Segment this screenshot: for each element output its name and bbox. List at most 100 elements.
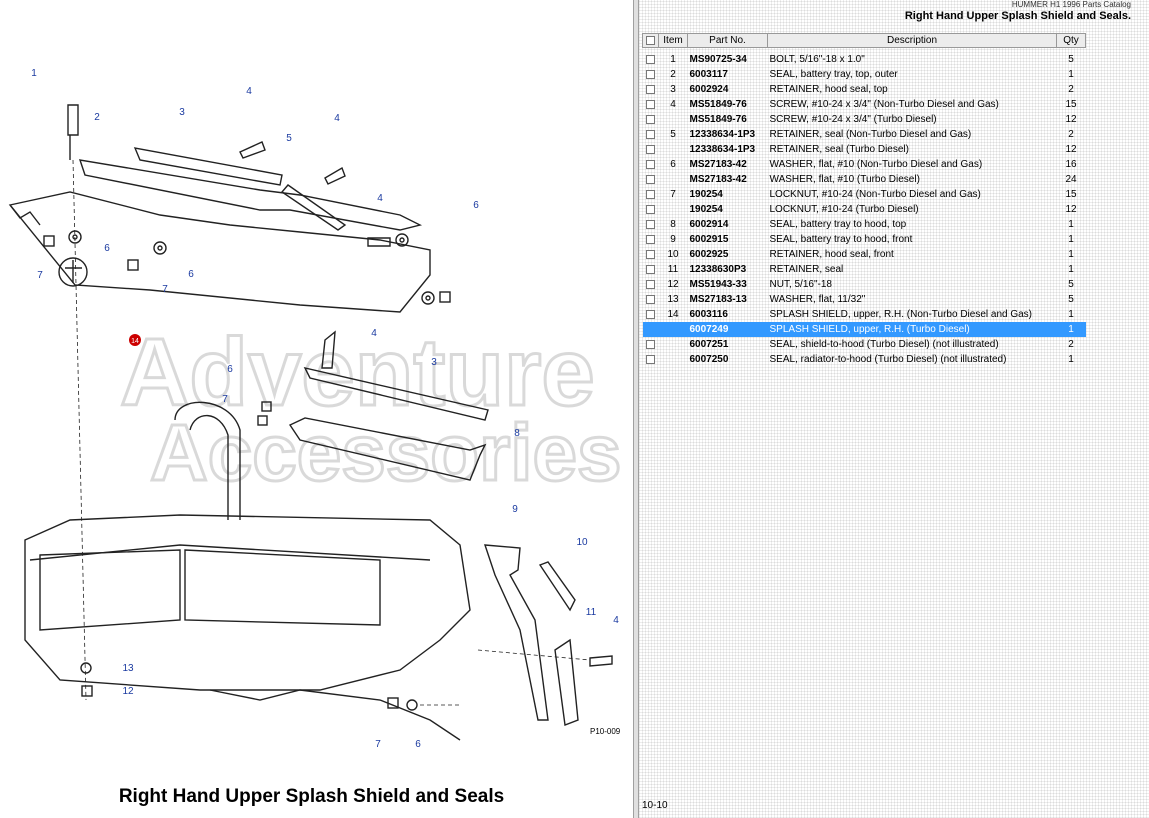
panel-splitter[interactable] <box>633 0 639 818</box>
figure-code: P10-009 <box>590 727 621 736</box>
row-checkbox[interactable] <box>646 354 655 364</box>
row-part-no: 6002925 <box>689 249 729 260</box>
header-item[interactable]: Item <box>658 33 688 48</box>
callout-label: 10 <box>576 537 588 548</box>
row-description: RETAINER, seal <box>769 264 844 275</box>
row-item <box>659 202 688 217</box>
row-checkbox[interactable] <box>646 294 655 304</box>
row-qty: 2 <box>1068 339 1074 350</box>
row-item <box>658 322 688 337</box>
row-item: 5 <box>670 129 676 140</box>
row-qty: 1 <box>1068 219 1074 230</box>
row-checkbox[interactable] <box>646 114 655 124</box>
row-checkbox-cell <box>643 232 659 247</box>
row-item: 4 <box>670 99 676 110</box>
row-qty: 5 <box>1068 54 1074 65</box>
splash-shield-part <box>8 104 613 741</box>
row-description: NUT, 5/16"-18 <box>769 279 832 290</box>
row-description: SEAL, radiator-to-hood (Turbo Diesel) (n… <box>769 354 1007 365</box>
watermark: Adventure Accessories <box>119 318 623 499</box>
row-checkbox[interactable] <box>646 84 655 94</box>
header-description[interactable]: Description <box>767 33 1057 48</box>
row-checkbox[interactable] <box>646 159 655 169</box>
row-qty: 12 <box>1065 204 1077 215</box>
row-checkbox[interactable] <box>646 264 655 274</box>
row-checkbox[interactable] <box>646 174 655 184</box>
row-qty: 15 <box>1065 189 1077 200</box>
select-all-checkbox[interactable] <box>646 35 655 45</box>
row-part-no: MS51943-33 <box>689 279 747 290</box>
callout-label: 4 <box>371 328 377 339</box>
row-checkbox-cell <box>643 97 659 112</box>
row-part-no: 6007249 <box>687 322 768 337</box>
header-part-no[interactable]: Part No. <box>687 33 768 48</box>
callout-label: 13 <box>122 663 134 674</box>
row-checkbox[interactable] <box>646 249 655 259</box>
row-qty: 1 <box>1068 69 1074 80</box>
catalog-title: Right Hand Upper Splash Shield and Seals… <box>904 10 1131 22</box>
header-qty[interactable]: Qty <box>1056 33 1086 48</box>
row-qty: 24 <box>1065 174 1077 185</box>
callout-label: 6 <box>188 269 194 280</box>
row-item: 13 <box>667 294 679 305</box>
row-qty: 5 <box>1068 279 1074 290</box>
row-checkbox-cell <box>643 52 659 67</box>
row-qty: 12 <box>1065 144 1077 155</box>
row-checkbox[interactable] <box>646 279 655 289</box>
callout-label: 4 <box>334 113 340 124</box>
row-checkbox[interactable] <box>646 234 655 244</box>
row-item: 3 <box>670 84 676 95</box>
callout-label: 2 <box>94 112 100 123</box>
callout-label: 6 <box>104 243 110 254</box>
callout-label: 4 <box>246 86 252 97</box>
row-checkbox-cell <box>643 112 659 127</box>
row-item: 2 <box>670 69 676 80</box>
table-row[interactable]: 5 12338634-1P3 RETAINER, seal (Non-Turbo D… <box>643 127 1086 142</box>
row-checkbox-cell <box>643 67 659 82</box>
row-item <box>659 337 688 352</box>
row-item <box>659 142 688 157</box>
row-checkbox[interactable] <box>646 339 655 349</box>
row-checkbox[interactable] <box>646 189 655 199</box>
row-checkbox[interactable] <box>646 204 655 214</box>
row-checkbox[interactable] <box>646 309 655 319</box>
callout-label: 6 <box>415 739 421 750</box>
row-part-no: 6002924 <box>689 84 729 95</box>
row-checkbox-cell <box>643 277 659 292</box>
row-checkbox[interactable] <box>646 54 655 64</box>
row-checkbox[interactable] <box>646 219 655 229</box>
row-checkbox-cell <box>643 157 659 172</box>
row-checkbox[interactable] <box>646 69 655 79</box>
row-checkbox[interactable] <box>646 129 655 139</box>
row-part-no: 12338634-1P3 <box>689 129 756 140</box>
row-checkbox[interactable] <box>646 99 655 109</box>
row-description: RETAINER, seal (Non-Turbo Diesel and Gas… <box>769 129 972 140</box>
row-checkbox[interactable] <box>646 144 655 154</box>
row-item: 8 <box>670 219 676 230</box>
row-qty: 2 <box>1068 129 1074 140</box>
row-description: RETAINER, hood seal, top <box>769 84 888 95</box>
callout-label: 1 <box>31 68 37 79</box>
row-checkbox-cell <box>643 307 659 322</box>
row-description: LOCKNUT, #10-24 (Turbo Diesel) <box>769 204 919 215</box>
